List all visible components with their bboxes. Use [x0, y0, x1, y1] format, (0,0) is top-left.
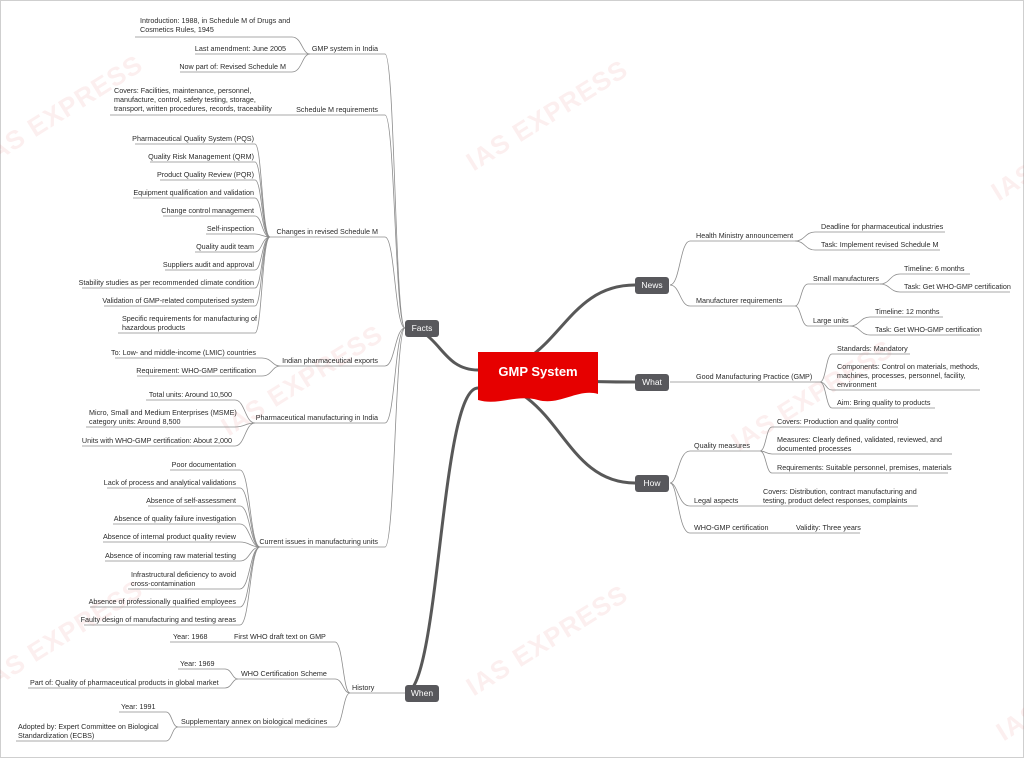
node-standards[interactable]: Standards: Mandatory	[837, 344, 908, 353]
node-current-issues[interactable]: Current issues in manufacturing units	[259, 537, 378, 546]
issue-item[interactable]: Lack of process and analytical validatio…	[103, 478, 236, 487]
node-small-timeline[interactable]: Timeline: 6 months	[904, 264, 965, 273]
node-who-units[interactable]: Units with WHO-GMP certification: About …	[81, 436, 232, 445]
node-total-units[interactable]: Total units: Around 10,500	[148, 390, 232, 399]
node-adopted-line2[interactable]: Standardization (ECBS)	[18, 731, 95, 740]
node-intro-line1[interactable]: Introduction: 1988, in Schedule M of Dru…	[140, 16, 291, 25]
change-item[interactable]: Pharmaceutical Quality System (PQS)	[132, 134, 254, 143]
node-deadline[interactable]: Deadline for pharmaceutical industries	[821, 222, 944, 231]
change-item[interactable]: Quality Risk Management (QRM)	[148, 152, 254, 161]
node-sm-covers-line2[interactable]: manufacture, control, safety testing, st…	[114, 95, 256, 104]
center-node-title[interactable]: GMP System	[498, 364, 578, 379]
node-components-line3[interactable]: environment	[837, 380, 877, 389]
branch-news[interactable]: News	[635, 277, 669, 294]
node-exports-to[interactable]: To: Low- and middle-income (LMIC) countr…	[110, 348, 256, 357]
node-msme-line2[interactable]: category units: Around 8,500	[89, 417, 181, 426]
node-year-1969[interactable]: Year: 1969	[180, 659, 215, 668]
center-node-shape	[478, 352, 598, 402]
node-qm-covers[interactable]: Covers: Production and quality control	[777, 417, 899, 426]
node-legal-aspects[interactable]: Legal aspects	[694, 496, 739, 505]
change-item[interactable]: Change control management	[161, 206, 254, 215]
issue-item[interactable]: Absence of incoming raw material testing	[104, 551, 236, 560]
node-qm-measures-line2[interactable]: documented processes	[777, 444, 852, 453]
node-large-task[interactable]: Task: Get WHO-GMP certification	[875, 325, 982, 334]
node-year-1968[interactable]: Year: 1968	[173, 632, 208, 641]
node-msme-line1[interactable]: Micro, Small and Medium Enterprises (MSM…	[89, 408, 237, 417]
node-health-ministry[interactable]: Health Ministry announcement	[696, 231, 794, 240]
node-schedule-m-req[interactable]: Schedule M requirements	[296, 105, 378, 114]
change-item[interactable]: Stability studies as per recommended cli…	[78, 278, 254, 287]
issue-item[interactable]: Faulty design of manufacturing and testi…	[80, 615, 236, 624]
node-legal-covers-line2[interactable]: testing, product defect responses, compl…	[763, 496, 908, 505]
issue-item[interactable]: Absence of professionally qualified empl…	[88, 597, 236, 606]
change-item-hazardous-line1[interactable]: Specific requirements for manufacturing …	[122, 314, 258, 323]
issue-item[interactable]: Absence of self-assessment	[146, 496, 236, 505]
node-small-task[interactable]: Task: Get WHO-GMP certification	[904, 282, 1011, 291]
node-history[interactable]: History	[352, 683, 375, 692]
node-quality-measures[interactable]: Quality measures	[694, 441, 750, 450]
node-components-line2[interactable]: machines, processes, personnel, facility…	[837, 371, 966, 380]
node-intro-line2[interactable]: Cosmetics Rules, 1945	[140, 25, 214, 34]
node-large-units[interactable]: Large units	[813, 316, 849, 325]
change-item[interactable]: Self-inspection	[206, 224, 254, 233]
node-manufacturer-requirements[interactable]: Manufacturer requirements	[696, 296, 783, 305]
issue-item[interactable]: Absence of quality failure investigation	[113, 514, 236, 523]
node-legal-covers-line1[interactable]: Covers: Distribution, contract manufactu…	[763, 487, 917, 496]
node-pharma-mfg[interactable]: Pharmaceutical manufacturing in India	[255, 413, 378, 422]
change-item[interactable]: Validation of GMP-related computerised s…	[102, 296, 254, 305]
node-year-1991[interactable]: Year: 1991	[121, 702, 156, 711]
node-qm-measures-line1[interactable]: Measures: Clearly defined, validated, re…	[777, 435, 943, 444]
change-item[interactable]: Suppliers audit and approval	[162, 260, 254, 269]
change-item[interactable]: Product Quality Review (PQR)	[156, 170, 254, 179]
node-now-part[interactable]: Now part of: Revised Schedule M	[179, 62, 286, 71]
node-changes-revised[interactable]: Changes in revised Schedule M	[276, 227, 378, 236]
node-gmp-india[interactable]: GMP system in India	[311, 44, 378, 53]
node-small-manufacturers[interactable]: Small manufacturers	[813, 274, 879, 283]
node-aim[interactable]: Aim: Bring quality to products	[837, 398, 931, 407]
node-last-amendment[interactable]: Last amendment: June 2005	[194, 44, 286, 53]
node-exports[interactable]: Indian pharmaceutical exports	[282, 356, 378, 365]
branch-facts[interactable]: Facts	[405, 320, 439, 337]
node-who-certification[interactable]: WHO-GMP certification	[694, 523, 769, 532]
node-large-timeline[interactable]: Timeline: 12 months	[875, 307, 940, 316]
node-gmp[interactable]: Good Manufacturing Practice (GMP)	[696, 372, 813, 381]
issue-item[interactable]: Absence of internal product quality revi…	[102, 532, 236, 541]
node-who-scheme[interactable]: WHO Certification Scheme	[241, 669, 327, 678]
node-supplementary[interactable]: Supplementary annex on biological medici…	[181, 717, 328, 726]
branch-how[interactable]: How	[635, 475, 669, 492]
node-adopted-line1[interactable]: Adopted by: Expert Committee on Biologic…	[18, 722, 159, 731]
issue-item-infra-line2[interactable]: cross-contamination	[131, 579, 196, 588]
node-sm-covers-line1[interactable]: Covers: Facilities, maintenance, personn…	[114, 86, 252, 95]
node-qm-requirements[interactable]: Requirements: Suitable personnel, premis…	[777, 463, 952, 472]
change-item-hazardous-line2[interactable]: hazardous products	[122, 323, 186, 332]
issue-item[interactable]: Poor documentation	[171, 460, 236, 469]
node-components-line1[interactable]: Components: Control on materials, method…	[837, 362, 980, 371]
branch-what[interactable]: What	[635, 374, 669, 391]
change-item[interactable]: Equipment qualification and validation	[133, 188, 254, 197]
node-first-who[interactable]: First WHO draft text on GMP	[234, 632, 326, 641]
change-item[interactable]: Quality audit team	[196, 242, 254, 251]
node-part-of[interactable]: Part of: Quality of pharmaceutical produ…	[30, 678, 219, 687]
node-validity[interactable]: Validity: Three years	[796, 523, 861, 532]
branch-when[interactable]: When	[405, 685, 439, 702]
issue-item-infra-line1[interactable]: Infrastructural deficiency to avoid	[131, 570, 237, 579]
node-sm-covers-line3[interactable]: transport, written procedures, records, …	[114, 104, 272, 113]
node-task-revised[interactable]: Task: Implement revised Schedule M	[821, 240, 939, 249]
node-exports-req[interactable]: Requirement: WHO-GMP certification	[136, 366, 256, 375]
